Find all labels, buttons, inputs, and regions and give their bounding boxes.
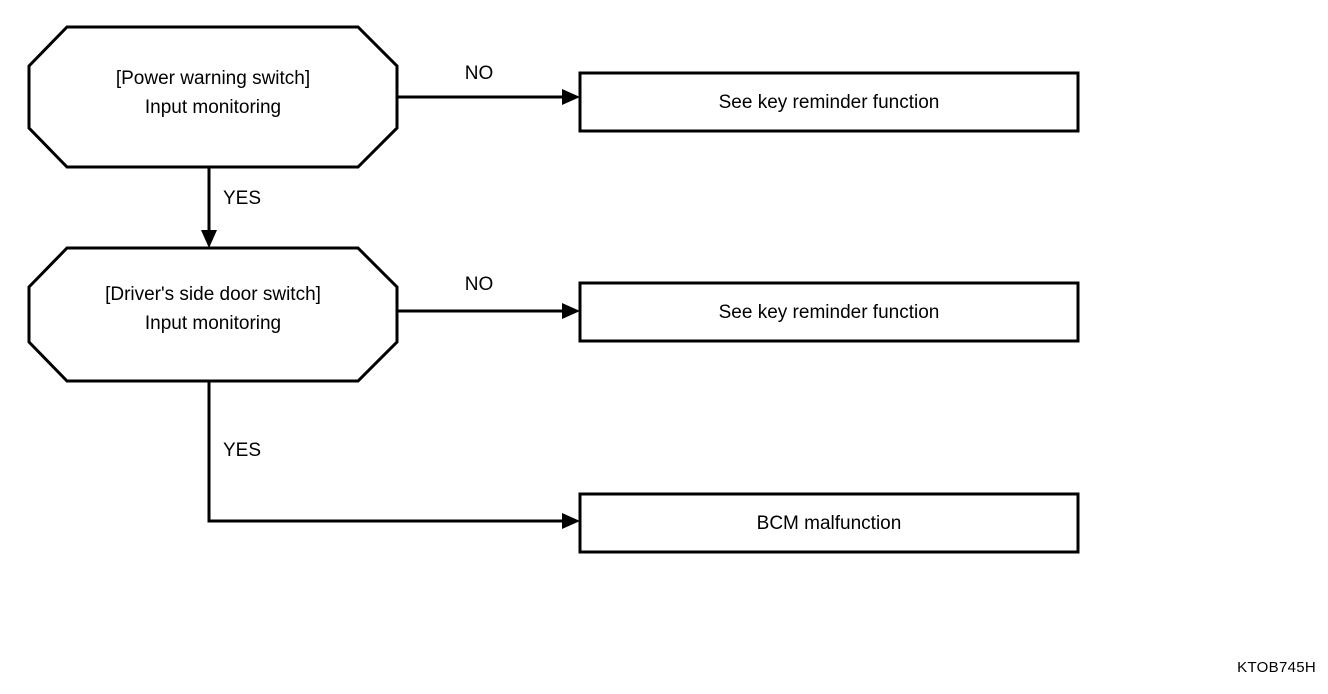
node-key-reminder-1-label: See key reminder function <box>719 92 940 113</box>
edge-door-yes-arrowhead <box>562 513 580 529</box>
node-key-reminder-2[interactable]: See key reminder function <box>578 281 1080 343</box>
reference-code: KTOB745H <box>1237 659 1316 676</box>
octagon-shape-driver-side-door-switch <box>27 246 399 383</box>
edge-door-yes-label: YES <box>223 440 261 461</box>
edge-power-no: NO <box>397 63 580 105</box>
node-bcm-malfunction-label: BCM malfunction <box>757 513 902 534</box>
node-driver-side-door-switch[interactable]: [Driver's side door switch] Input monito… <box>27 246 399 383</box>
node-key-reminder-2-label: See key reminder function <box>719 302 940 323</box>
node-power-warning-switch-line2: Input monitoring <box>145 97 281 118</box>
node-bcm-malfunction[interactable]: BCM malfunction <box>578 492 1080 554</box>
edge-power-no-arrowhead <box>562 89 580 105</box>
node-key-reminder-1[interactable]: See key reminder function <box>578 71 1080 133</box>
rect-shape-key-reminder-2 <box>578 281 1080 343</box>
octagon-shape-power-warning-switch <box>27 25 399 169</box>
rect-shape-bcm-malfunction <box>578 492 1080 554</box>
edge-power-yes-arrowhead <box>201 230 217 248</box>
node-driver-side-door-switch-line2: Input monitoring <box>145 313 281 334</box>
rect-shape-key-reminder-1 <box>578 71 1080 133</box>
edge-door-yes-line <box>207 381 568 523</box>
edge-power-yes: YES <box>201 167 261 248</box>
edge-door-yes: YES <box>207 381 580 529</box>
node-power-warning-switch-line1: [Power warning switch] <box>116 68 310 89</box>
edge-power-no-label: NO <box>465 63 494 84</box>
edge-door-no-label: NO <box>465 274 494 295</box>
edge-power-yes-label: YES <box>223 188 261 209</box>
node-driver-side-door-switch-line1: [Driver's side door switch] <box>105 284 321 305</box>
node-power-warning-switch[interactable]: [Power warning switch] Input monitoring <box>27 25 399 169</box>
edge-door-no-arrowhead <box>562 303 580 319</box>
edge-door-no: NO <box>397 274 580 319</box>
